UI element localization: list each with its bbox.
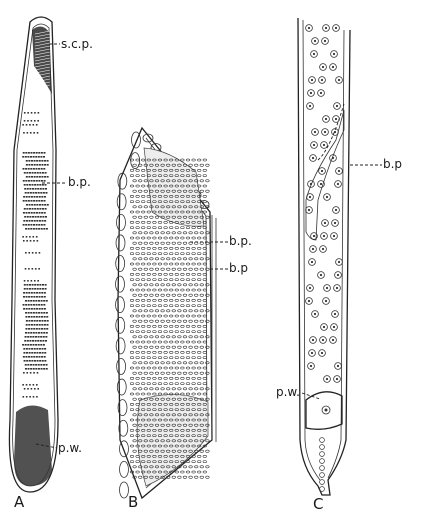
panel-c-label-bp: b.p xyxy=(383,157,402,171)
panel-c-sieve-plate xyxy=(306,110,344,240)
panel-a-label-scp: s.c.p. xyxy=(61,37,93,51)
panel-c-letter: C xyxy=(313,495,323,511)
panel-c-pore-wall xyxy=(306,392,342,430)
panel-a-sieve-plate-top xyxy=(32,26,52,94)
panel-c-label-pw: p.w. xyxy=(276,385,300,399)
panel-c-callose-bodies xyxy=(306,25,343,383)
panel-c-stalk-beads xyxy=(320,438,325,492)
panel-b-label-bp2: b.p xyxy=(229,261,248,275)
panel-c: b.p p.w. C xyxy=(276,18,402,511)
panel-b-label-bp1: b.p. xyxy=(229,234,252,248)
panel-a-letter: A xyxy=(14,493,25,511)
panel-b-letter: B xyxy=(128,493,138,511)
panel-a: s.c.p. b.p. p.w. A xyxy=(9,17,92,511)
panel-a-label-pw: p.w. xyxy=(58,441,82,455)
panel-a-sieve-areas xyxy=(22,112,49,398)
panel-b: b.p. b.p B xyxy=(116,128,252,511)
panel-a-label-bp: b.p. xyxy=(68,175,91,189)
